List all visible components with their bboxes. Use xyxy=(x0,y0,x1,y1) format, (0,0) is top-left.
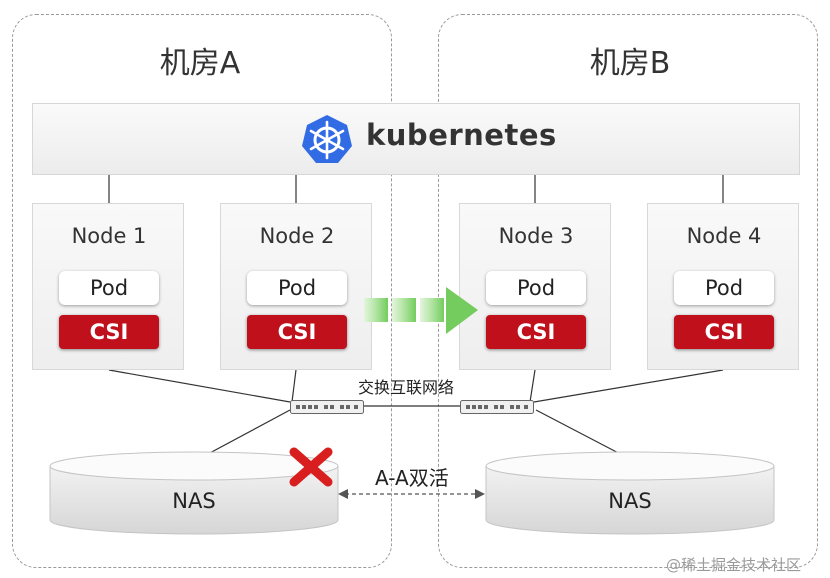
csi-box: CSI xyxy=(247,315,347,349)
kubernetes-title: kubernetes xyxy=(366,118,557,152)
red-x-icon xyxy=(289,447,333,487)
room-a xyxy=(12,14,392,568)
node-2: Node 2 Pod CSI xyxy=(220,203,372,370)
nas-label-a: NAS xyxy=(172,489,216,513)
node-label: Node 4 xyxy=(686,224,762,248)
node-1: Node 1 Pod CSI xyxy=(32,203,184,370)
node-label: Node 3 xyxy=(498,224,574,248)
node-label: Node 1 xyxy=(71,224,147,248)
pod-migration-arrow-icon xyxy=(364,287,478,334)
nas-storage-b xyxy=(485,451,775,535)
nas-label-b: NAS xyxy=(608,489,652,513)
node-4: Node 4 Pod CSI xyxy=(647,203,799,370)
watermark: @稀土掘金技术社区 xyxy=(666,556,802,574)
kubernetes-cluster-band xyxy=(32,103,800,175)
csi-box: CSI xyxy=(59,315,159,349)
pod-box: Pod xyxy=(59,271,159,305)
room-b xyxy=(438,14,818,568)
network-switch-icon xyxy=(460,400,534,414)
kubernetes-helm-icon xyxy=(302,115,352,163)
room-b-title: 机房B xyxy=(589,46,671,81)
pod-box: Pod xyxy=(674,271,774,305)
node-label: Node 2 xyxy=(259,224,335,248)
pod-box: Pod xyxy=(486,271,586,305)
nas-storage-a xyxy=(49,451,339,535)
csi-box: CSI xyxy=(674,315,774,349)
node-3: Node 3 Pod CSI xyxy=(459,203,611,370)
room-a-title: 机房A xyxy=(159,46,241,81)
csi-box: CSI xyxy=(486,315,586,349)
pod-box: Pod xyxy=(247,271,347,305)
replication-label: A-A双活 xyxy=(375,466,449,490)
network-switch-icon xyxy=(290,400,364,414)
network-label: 交换互联网络 xyxy=(358,378,455,397)
